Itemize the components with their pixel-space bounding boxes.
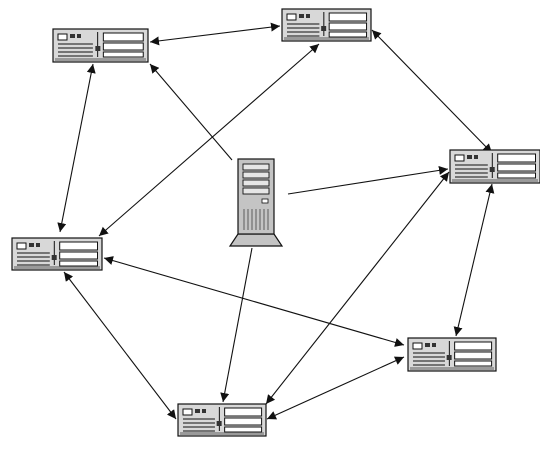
- link-pc-top-left-to-pc-top-center: [149, 22, 281, 46]
- computer-node-pc-right: [449, 149, 540, 184]
- link-server-to-pc-bottom-center: [220, 247, 253, 403]
- computer-node-pc-bottom-center: [177, 403, 267, 437]
- desktop-computer-icon: [281, 8, 372, 42]
- desktop-computer-icon: [52, 28, 149, 63]
- server-tower-icon: [228, 158, 284, 247]
- desktop-computer-icon: [177, 403, 267, 437]
- desktop-computer-icon: [449, 149, 540, 184]
- link-pc-top-center-to-pc-left: [98, 43, 320, 237]
- link-pc-left-to-pc-bottom-right: [103, 256, 405, 347]
- server-node: [228, 158, 284, 247]
- connection-links: [57, 22, 495, 420]
- link-server-to-pc-top-left: [149, 63, 233, 161]
- link-server-to-pc-right: [287, 165, 449, 195]
- link-pc-bottom-right-to-pc-bottom-center: [266, 356, 405, 420]
- computer-node-pc-left: [11, 237, 103, 271]
- link-pc-top-left-to-pc-left: [57, 63, 96, 233]
- desktop-computer-icon: [11, 237, 103, 271]
- link-pc-right-to-pc-bottom-right: [453, 183, 495, 337]
- link-pc-left-to-pc-bottom-center: [63, 271, 177, 420]
- computer-node-pc-top-left: [52, 28, 149, 63]
- link-pc-top-center-to-pc-right: [371, 29, 493, 154]
- network-nodes: [11, 8, 540, 437]
- computer-node-pc-top-center: [281, 8, 372, 42]
- computer-node-pc-bottom-right: [407, 337, 497, 372]
- desktop-computer-icon: [407, 337, 497, 372]
